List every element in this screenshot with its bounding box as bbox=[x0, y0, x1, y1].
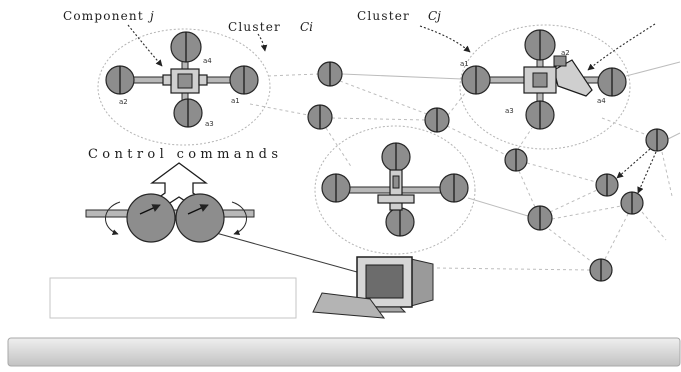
link bbox=[549, 189, 598, 213]
cluster-cj-index: Cj bbox=[428, 9, 441, 23]
link bbox=[526, 162, 597, 183]
node bbox=[527, 205, 553, 231]
directed-link bbox=[637, 151, 657, 194]
actuator-wheel-left bbox=[126, 193, 176, 243]
rotor-label: a4 bbox=[597, 97, 606, 105]
hub-bracket bbox=[553, 59, 593, 97]
component-label: Component bbox=[63, 9, 144, 23]
monitor-screen bbox=[365, 264, 404, 299]
node bbox=[589, 258, 613, 282]
monitor-back bbox=[410, 258, 434, 307]
hub-core bbox=[392, 175, 400, 189]
link bbox=[467, 197, 529, 217]
directed-link bbox=[616, 148, 651, 179]
rotor-label: a1 bbox=[231, 97, 240, 105]
link bbox=[249, 103, 309, 116]
rotor-label: a2 bbox=[119, 98, 128, 106]
bottom-bar bbox=[7, 337, 681, 367]
link bbox=[267, 73, 319, 77]
link bbox=[447, 91, 467, 116]
empty-box bbox=[49, 277, 297, 319]
node bbox=[307, 104, 333, 130]
link bbox=[446, 125, 507, 156]
link bbox=[517, 127, 533, 150]
rotor-label: a3 bbox=[505, 107, 514, 115]
actuator-wheel-right bbox=[175, 193, 225, 243]
node bbox=[595, 173, 619, 197]
component-pointer bbox=[127, 24, 163, 67]
link bbox=[436, 267, 591, 271]
link bbox=[341, 73, 463, 80]
rotation-arrow-right bbox=[231, 201, 247, 236]
hub-side bbox=[162, 74, 172, 86]
cluster-cj-boundary bbox=[459, 24, 631, 150]
actuator-marker bbox=[187, 204, 209, 215]
component-cluster-middle bbox=[321, 142, 469, 237]
cluster-cj-label: Cluster bbox=[357, 9, 410, 23]
link bbox=[641, 211, 667, 241]
component-cluster-ci bbox=[105, 31, 259, 128]
hub-core bbox=[177, 73, 193, 89]
hub-side bbox=[198, 74, 208, 86]
link bbox=[548, 228, 593, 263]
links bbox=[249, 61, 681, 271]
link bbox=[331, 117, 426, 121]
hub-core bbox=[532, 72, 548, 88]
cluster-ci-boundary bbox=[97, 28, 271, 146]
link bbox=[661, 151, 673, 197]
node bbox=[504, 148, 528, 172]
link bbox=[604, 213, 629, 260]
component-index: j bbox=[147, 9, 154, 23]
node bbox=[317, 61, 343, 87]
computer-icon bbox=[312, 256, 434, 319]
cluster-ci-pointer bbox=[257, 33, 268, 52]
node bbox=[620, 191, 644, 215]
cluster-cj-pointer bbox=[419, 25, 471, 53]
link bbox=[325, 127, 353, 169]
hub-top-box bbox=[553, 55, 567, 67]
rotor-label: a4 bbox=[203, 57, 212, 65]
link bbox=[667, 132, 681, 140]
node bbox=[645, 128, 669, 152]
rotor-label: a2 bbox=[561, 49, 570, 57]
rotor-label: a1 bbox=[460, 60, 469, 68]
link bbox=[518, 170, 536, 208]
link bbox=[601, 117, 648, 136]
component-cluster-cj bbox=[461, 29, 627, 130]
actuator bbox=[85, 193, 255, 243]
cluster-ci-index: Ci bbox=[300, 20, 313, 34]
link bbox=[339, 80, 428, 115]
control-link bbox=[197, 227, 358, 273]
control-commands-label: Control commands bbox=[88, 147, 278, 162]
link bbox=[551, 205, 622, 220]
node bbox=[424, 107, 450, 133]
rotation-arrow-left bbox=[105, 201, 121, 236]
keyboard bbox=[312, 292, 386, 319]
top-right-pointer bbox=[587, 23, 656, 71]
actuator-marker bbox=[139, 204, 161, 215]
cluster-middle-boundary bbox=[314, 125, 476, 255]
link bbox=[625, 61, 681, 77]
rotor-label: a3 bbox=[205, 120, 214, 128]
cluster-ci-label: Cluster bbox=[228, 20, 281, 34]
hub-plate bbox=[377, 194, 415, 204]
